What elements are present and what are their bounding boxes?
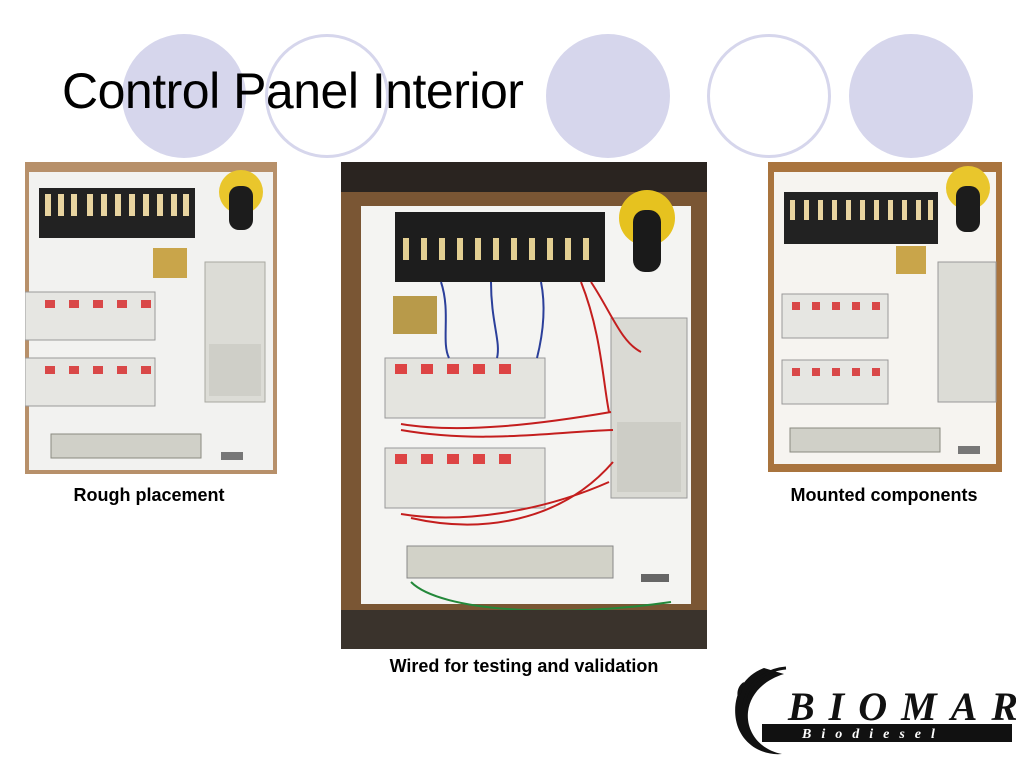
biomarq-logo: BIOMARQ Biodiesel [724, 658, 1024, 764]
decorative-circle [122, 34, 246, 158]
decorative-circle [265, 34, 389, 158]
photo-caption: Rough placement [73, 485, 225, 505]
rough-placement-photo [25, 162, 277, 474]
decorative-circle [707, 34, 831, 158]
photo-caption: Wired for testing and validation [389, 656, 659, 676]
mounted-photo [768, 162, 1002, 472]
photo-caption: Mounted components [790, 485, 978, 505]
wired-photo [341, 162, 707, 649]
slide-title: Control Panel Interior [62, 63, 524, 119]
svg-text:BIOMARQ: BIOMARQ [787, 684, 1016, 729]
svg-text:Biodiesel: Biodiesel [801, 727, 945, 742]
decorative-circle [849, 34, 973, 158]
decorative-circle [546, 34, 670, 158]
